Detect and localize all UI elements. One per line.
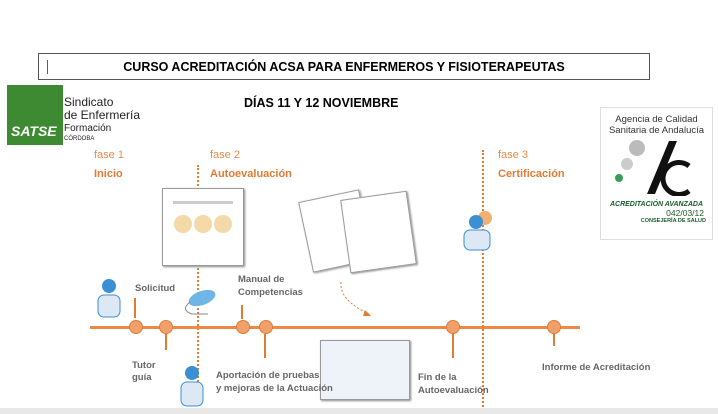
web-screenshot-image [320, 340, 410, 400]
label-guia: guía [132, 372, 152, 383]
arrow-up-icon [241, 305, 243, 319]
timeline [90, 326, 580, 329]
label-aportacion: Aportación de pruebas [216, 370, 320, 381]
flow-arrow-icon [340, 281, 371, 316]
step-informe-node [547, 320, 561, 334]
doctor-icon [180, 366, 204, 407]
arrow-down-icon [553, 334, 555, 346]
label-mejoras: y mejoras de la Actuación [216, 383, 333, 394]
label-fin: Fin de la [418, 372, 457, 383]
course-title: CURSO ACREDITACIÓN ACSA PARA ENFERMEROS … [38, 53, 650, 80]
phase3-name: Certificación [498, 168, 565, 180]
acsa-emblem-icon [614, 140, 691, 197]
mouse-icon [185, 289, 216, 315]
step-tutor-node [159, 320, 173, 334]
doctors-group-icon [463, 211, 492, 251]
phase1-number: fase 1 [94, 149, 124, 161]
step-solicitud-node [129, 320, 143, 334]
phase-divider [197, 165, 199, 414]
document-image [340, 190, 417, 274]
phase1-name: Inicio [94, 168, 123, 180]
satse-line2: de Enfermería [64, 108, 141, 122]
doctor-icon [97, 279, 121, 318]
label-autoevaluacion: Autoevaluación [418, 385, 489, 396]
bottom-band [0, 408, 718, 414]
label-solicitud: Solicitud [135, 283, 176, 294]
satse-line3: Formación [64, 123, 112, 134]
arrow-down-icon [452, 334, 454, 358]
satse-line1: Sindicato [64, 95, 114, 109]
arrow-up-icon [134, 298, 136, 318]
step-aportacion-node [259, 320, 273, 334]
arrow-down-icon [165, 334, 167, 350]
satse-logo: SATSE [7, 85, 63, 145]
arrow-down-icon [264, 334, 266, 358]
phase3-number: fase 3 [498, 149, 528, 161]
label-manual: Manual de [238, 274, 285, 285]
label-tutor: Tutor [132, 360, 156, 371]
acsa-logo: Agencia de Calidad Sanitaria de Andalucí… [600, 107, 713, 240]
manual-document-image [162, 188, 244, 266]
label-competencias: Competencias [238, 287, 303, 298]
phase2-number: fase 2 [210, 149, 240, 161]
phase-divider [482, 150, 484, 414]
phase2-name: Autoevaluación [210, 168, 292, 180]
step-fin-node [446, 320, 460, 334]
step-manual-node [236, 320, 250, 334]
course-dates: DÍAS 11 Y 12 NOVIEMBRE [244, 96, 399, 110]
satse-line4: CÓRDOBA [64, 136, 95, 142]
label-informe: Informe de Acreditación [542, 362, 651, 373]
